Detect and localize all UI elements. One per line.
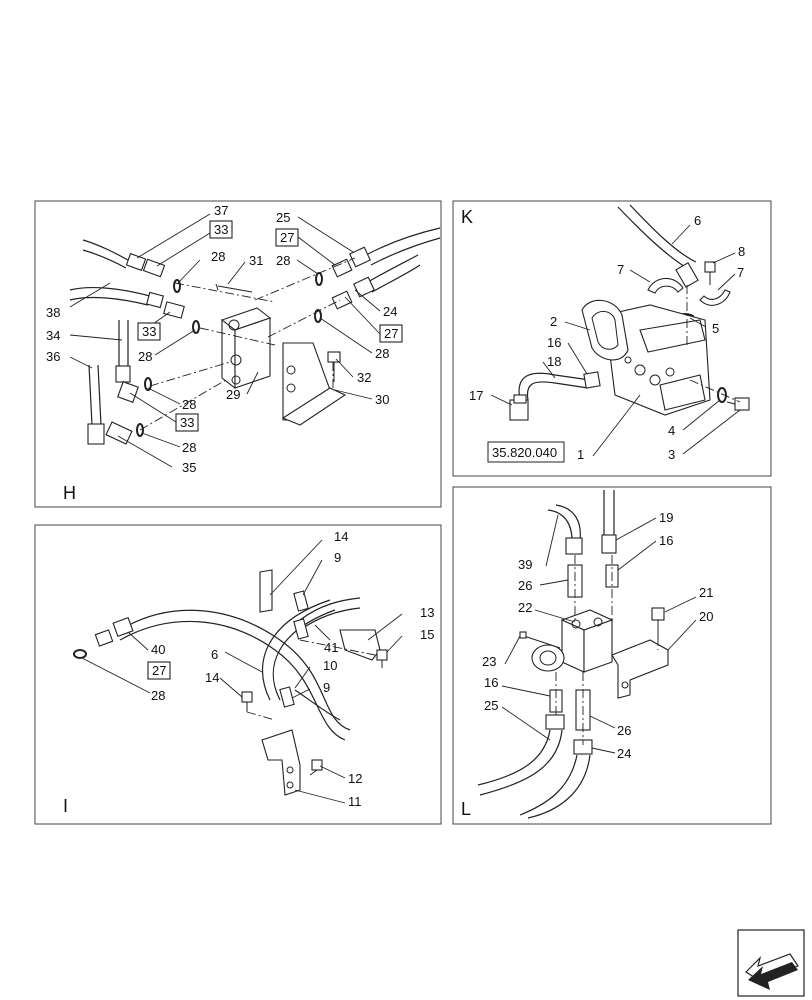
callout-label: 5 — [712, 321, 719, 336]
panel-k-frame — [452, 200, 772, 477]
callout-label: 32 — [357, 370, 371, 385]
panel-l-letter: L — [461, 799, 471, 819]
arrow-left-icon[interactable] — [737, 929, 805, 997]
callout-box — [147, 661, 171, 680]
callout-label: 33 — [214, 222, 228, 237]
callout-label: 13 — [420, 605, 434, 620]
callout-label: 34 — [46, 328, 60, 343]
callout-label: 29 — [226, 387, 240, 402]
callout-label: 28 — [182, 440, 196, 455]
panel-i-letter: I — [63, 796, 68, 816]
callout-label: 1 — [577, 447, 584, 462]
callout-label: 9 — [334, 550, 341, 565]
callout-box — [175, 413, 199, 432]
callout-label: 14 — [334, 529, 348, 544]
callout-box — [275, 228, 299, 247]
callout-label: 7 — [737, 265, 744, 280]
callout-label: 18 — [547, 354, 561, 369]
callout-box — [209, 220, 233, 239]
panel-h-letter: H — [63, 483, 76, 503]
panel-i: I — [34, 524, 442, 825]
callout-label: 37 — [214, 203, 228, 218]
callout-label: 36 — [46, 349, 60, 364]
panel-h-hoses — [69, 227, 441, 426]
callout-label: 33 — [180, 415, 194, 430]
callout-label: 26 — [617, 723, 631, 738]
callout-label: 26 — [518, 578, 532, 593]
reference-link[interactable]: 35.820.040 — [492, 445, 557, 460]
callout-label: 2 — [550, 314, 557, 329]
reference-box[interactable] — [487, 441, 565, 463]
callout-label: 33 — [142, 324, 156, 339]
callout-label: 9 — [323, 680, 330, 695]
panel-k-letter: K — [461, 207, 473, 227]
callout-label: 27 — [280, 230, 294, 245]
callout-label: 16 — [659, 533, 673, 548]
callout-label: 11 — [348, 794, 362, 809]
panel-l-frame — [452, 486, 772, 825]
bracket — [281, 342, 347, 426]
panel-k: K — [452, 200, 772, 477]
bolt — [327, 351, 341, 363]
callout-label: 3 — [668, 447, 675, 462]
callout-label: 24 — [383, 304, 397, 319]
callout-label: 6 — [694, 213, 701, 228]
callout-label: 28 — [375, 346, 389, 361]
callout-label: 8 — [738, 244, 745, 259]
callout-label: 16 — [484, 675, 498, 690]
callout-label: 7 — [617, 262, 624, 277]
callout-label: 19 — [659, 510, 673, 525]
callout-label: 12 — [348, 771, 362, 786]
callout-label: 16 — [547, 335, 561, 350]
panel-h-frame — [34, 200, 442, 508]
callout-box — [379, 324, 403, 343]
callout-label: 40 — [151, 642, 165, 657]
callout-label: 15 — [420, 627, 434, 642]
callout-label: 25 — [276, 210, 290, 225]
callout-label: 22 — [518, 600, 532, 615]
callout-label: 27 — [152, 663, 166, 678]
callout-label: 30 — [375, 392, 389, 407]
callout-label: 28 — [138, 349, 152, 364]
callout-label: 14 — [205, 670, 219, 685]
valve-body — [604, 304, 711, 416]
callout-label: 6 — [211, 647, 218, 662]
callout-label: 28 — [182, 397, 196, 412]
callout-box — [137, 322, 161, 341]
callout-label: 38 — [46, 305, 60, 320]
solenoid-valve — [531, 609, 614, 673]
callout-label: 10 — [323, 658, 337, 673]
panel-h-fittings — [87, 246, 375, 445]
valve-block — [220, 307, 272, 390]
callout-label: 28 — [276, 253, 290, 268]
callout-label: 4 — [668, 423, 675, 438]
callout-label: 31 — [249, 253, 263, 268]
callout-label: 20 — [699, 609, 713, 624]
callout-label: 25 — [484, 698, 498, 713]
callout-label: 41 — [324, 640, 338, 655]
panel-l: L — [452, 486, 772, 825]
callout-label: 35 — [182, 460, 196, 475]
callout-label: 39 — [518, 557, 532, 572]
callout-label: 21 — [699, 585, 713, 600]
gasket — [581, 299, 629, 361]
callout-label: 23 — [482, 654, 496, 669]
callout-label: 17 — [469, 388, 483, 403]
callout-label: 24 — [617, 746, 631, 761]
callout-label: 27 — [384, 326, 398, 341]
callout-label: 28 — [211, 249, 225, 264]
panel-h-leaders — [69, 213, 381, 468]
panel-h: H — [34, 200, 442, 508]
panel-i-frame — [34, 524, 442, 825]
callout-label: 28 — [151, 688, 165, 703]
